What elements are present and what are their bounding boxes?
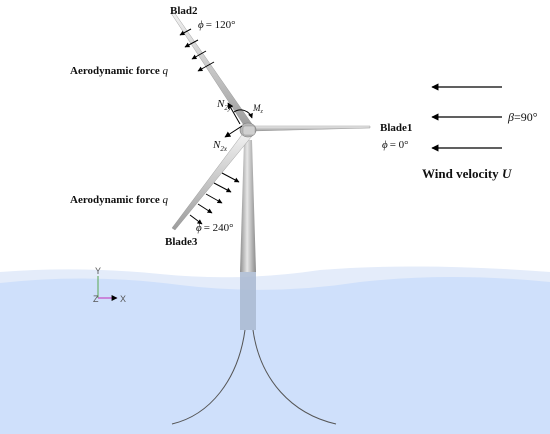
blade-3-phi-symbol: ϕ	[196, 222, 202, 234]
wind-velocity-label: Wind velocity U	[422, 166, 512, 181]
force-label-lower: Aerodynamic force q	[70, 194, 168, 206]
force-arrows-blade-2	[179, 28, 215, 72]
n2x-subscript: 2x	[220, 145, 228, 153]
beta-value: =90°	[514, 110, 538, 124]
blade-3-label: Blade3	[165, 236, 198, 248]
n2y-label: N2y	[216, 98, 232, 112]
blade-1	[252, 125, 371, 132]
force-label-upper-symbol: q	[162, 65, 168, 77]
n2x-arrow	[224, 125, 243, 138]
nacelle	[242, 125, 256, 136]
blade-3-phi-value: = 240°	[204, 222, 234, 234]
force-label-lower-text: Aerodynamic force	[70, 194, 162, 206]
n2x-label: N2x	[212, 139, 228, 153]
blade-3	[171, 131, 253, 231]
moment-subscript: z	[260, 109, 264, 115]
n2y-subscript: 2y	[224, 104, 232, 112]
beta-label: β=90°	[507, 110, 538, 124]
blade-2-label: Blad2	[170, 5, 198, 17]
blade-1-phi: ϕ= 0°	[382, 139, 409, 151]
moment-arrow	[233, 109, 253, 119]
wind-arrows	[431, 83, 502, 152]
force-arrows-blade-3	[189, 172, 240, 225]
blade-1-label: Blade1	[380, 122, 412, 134]
n2y-arrow	[227, 102, 241, 125]
blade-2-phi-value: = 120°	[206, 19, 236, 31]
blade-2-phi: ϕ= 120°	[198, 19, 236, 31]
tower-submerged	[240, 272, 256, 330]
moment-symbol: M	[252, 103, 261, 113]
blade-2-phi-symbol: ϕ	[198, 19, 204, 31]
mooring-line-left	[171, 329, 246, 425]
blade-1-phi-value: = 0°	[390, 139, 409, 151]
tower	[240, 140, 256, 272]
n2y-symbol: N	[216, 98, 225, 110]
force-label-upper: Aerodynamic force q	[70, 65, 168, 77]
axis-x-label: X	[120, 294, 126, 304]
axis-z-label: Z	[93, 294, 99, 304]
moment-label: Mz	[252, 103, 264, 115]
beta-symbol: β	[507, 110, 514, 124]
force-label-upper-text: Aerodynamic force	[70, 65, 162, 77]
force-label-lower-symbol: q	[162, 194, 168, 206]
wind-velocity-text: Wind velocity	[422, 166, 502, 181]
axis-y-label: Y	[95, 266, 101, 276]
wind-velocity-symbol: U	[502, 166, 512, 181]
blade-3-phi: ϕ= 240°	[196, 222, 234, 234]
sea-body	[0, 277, 550, 434]
mooring-line-right	[252, 329, 337, 425]
n2x-symbol: N	[212, 139, 221, 151]
blade-1-phi-symbol: ϕ	[382, 139, 388, 151]
